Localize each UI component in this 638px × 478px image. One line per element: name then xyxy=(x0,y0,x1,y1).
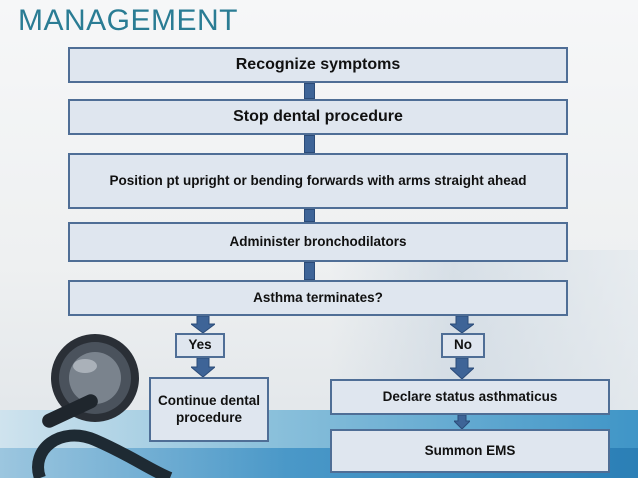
step-asthma-terminates: Asthma terminates? xyxy=(68,280,568,316)
step-label: Position pt upright or bending forwards … xyxy=(109,172,527,188)
outcome-continue-procedure: Continue dental procedure xyxy=(149,377,269,442)
connector-1 xyxy=(304,83,315,99)
yes-label-text: Yes xyxy=(188,337,212,353)
no-label-text: No xyxy=(454,337,472,353)
arrow-down-yes-icon xyxy=(191,316,215,333)
step-label: Stop dental procedure xyxy=(233,108,403,126)
branch-no-label: No xyxy=(441,333,485,358)
step-label: Asthma terminates? xyxy=(253,289,383,305)
outcome-summon-ems: Summon EMS xyxy=(330,429,610,473)
summon-ems-text: Summon EMS xyxy=(424,442,516,458)
step-recognize-symptoms: Recognize symptoms xyxy=(68,47,568,83)
arrow-down-ems-icon xyxy=(454,415,470,429)
declare-text: Declare status asthmaticus xyxy=(382,388,558,404)
arrow-down-no-icon xyxy=(450,316,474,333)
step-stop-procedure: Stop dental procedure xyxy=(68,99,568,135)
page-title: MANAGEMENT xyxy=(18,4,239,37)
continue-text: Continue dental procedure xyxy=(158,393,260,425)
arrow-down-continue-icon xyxy=(191,358,215,377)
branch-yes-label: Yes xyxy=(175,333,225,358)
connector-2 xyxy=(304,135,315,153)
stethoscope-image xyxy=(32,334,173,478)
step-label: Recognize symptoms xyxy=(235,56,401,74)
arrow-down-declare-icon xyxy=(450,358,474,379)
step-label: Administer bronchodilators xyxy=(229,233,407,249)
connector-4 xyxy=(304,262,315,280)
connector-3 xyxy=(304,209,315,222)
step-administer-bronchodilators: Administer bronchodilators xyxy=(68,222,568,262)
step-position-patient: Position pt upright or bending forwards … xyxy=(68,153,568,209)
outcome-declare-status: Declare status asthmaticus xyxy=(330,379,610,415)
